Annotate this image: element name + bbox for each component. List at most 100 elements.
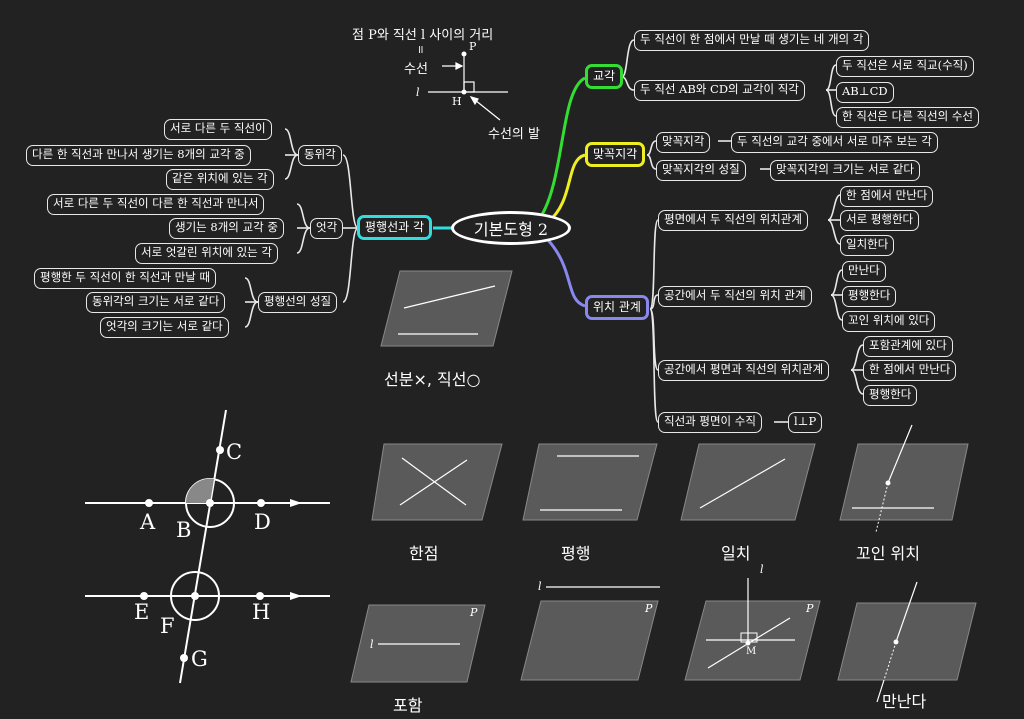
dongwi-sub-2[interactable]: 같은 위치에 있는 각 (166, 169, 274, 190)
property-sub-2[interactable]: 엇각의 크기는 서로 같다 (100, 317, 229, 338)
plane-parallel (522, 443, 658, 521)
eotgak-sub-2[interactable]: 서로 엇갈린 위치에 있는 각 (135, 243, 279, 264)
wichi-item-3-sub[interactable]: l⊥P (788, 412, 823, 433)
wichi-item-1-sub-1[interactable]: 평행한다 (842, 286, 897, 307)
plane-p-label-parallel: P (645, 602, 653, 615)
property-sub-1[interactable]: 동위각의 크기는 서로 같다 (86, 292, 226, 313)
plane-skew-top (839, 424, 969, 533)
branch-connector-matkkok (547, 153, 586, 224)
wichi-item-2-sub-1[interactable]: 한 점에서 만난다 (863, 360, 957, 381)
matkkok-item-0[interactable]: 맞꼭지각 (656, 132, 711, 153)
matkkok-item-1[interactable]: 맞꼭지각의 성질 (656, 160, 746, 181)
matkkok-prop[interactable]: 맞꼭지각의 크기는 서로 같다 (770, 160, 920, 181)
branch-gyogak-label: 교각 (593, 69, 616, 83)
group-property[interactable]: 평행선의 성질 (258, 292, 338, 313)
branch-pyeonghaeng[interactable]: 평행선과 각 (357, 215, 433, 240)
group-eotgak[interactable]: 엇각 (310, 218, 344, 239)
perp-label: 수선 (404, 62, 428, 77)
wichi-item-2-sub-2[interactable]: 평행한다 (863, 385, 918, 406)
foot-m-label: M (746, 646, 757, 657)
angle-b-shade (185, 478, 214, 503)
caption-segment-line: 선분×, 직선○ (384, 370, 481, 389)
point-a-label: A (140, 510, 156, 534)
wichi-item-0-sub-0[interactable]: 한 점에서 만난다 (840, 186, 934, 207)
perpendicular-figure (428, 54, 508, 121)
point-h-label: H (452, 95, 462, 108)
wichi-item-2[interactable]: 공간에서 평면과 직선의 위치관계 (658, 360, 830, 381)
point-p-dot (461, 51, 467, 57)
group-dongwi[interactable]: 동위각 (298, 145, 342, 166)
wichi-item-1-sub-2[interactable]: 꼬인 위치에 있다 (842, 311, 936, 332)
center-node[interactable]: 기본도형 2 (451, 211, 571, 245)
connectors-gyogak (621, 39, 837, 117)
eotgak-sub-0[interactable]: 서로 다른 두 직선이 다른 한 직선과 만나서 (47, 194, 265, 215)
wichi-item-0[interactable]: 평면에서 두 직선의 위치관계 (658, 210, 808, 231)
line-l-label-contain: l (370, 638, 374, 651)
point-p-label: P (469, 40, 477, 53)
connectors-matkkok (646, 140, 770, 170)
eotgak-sub-1[interactable]: 생기는 8개의 교각 중 (169, 218, 284, 239)
gyogak-item-0[interactable]: 두 직선이 한 점에서 만날 때 생기는 네 개의 각 (634, 30, 870, 51)
distance-title: 점 P와 직선 l 사이의 거리 (352, 28, 494, 43)
branch-wichi[interactable]: 위치 관계 (585, 295, 649, 320)
angles-figure (85, 409, 330, 684)
point-e-label: E (134, 600, 150, 624)
point-h2-label: H (252, 600, 271, 624)
point-h-dot (461, 89, 467, 95)
wichi-item-0-sub-2[interactable]: 일치한다 (840, 235, 895, 256)
arrow-top (290, 499, 302, 507)
caption-contain: 포함 (393, 696, 423, 715)
caption-meet: 만난다 (882, 692, 927, 711)
plane-intersect (371, 443, 503, 521)
wichi-item-1[interactable]: 공간에서 두 직선의 위치 관계 (658, 286, 812, 307)
plane-p-label-contain: P (470, 606, 478, 619)
gyogak-sub-2[interactable]: 한 직선은 다른 직선의 수선 (836, 107, 980, 128)
gyogak-item-1[interactable]: 두 직선 AB와 CD의 교각이 직각 (634, 80, 805, 101)
plane-contain (350, 604, 486, 683)
plane-p-label-perp: P (806, 602, 814, 615)
caption-coincide: 일치 (721, 544, 751, 563)
plane-meet (837, 581, 977, 703)
branch-wichi-label: 위치 관계 (593, 300, 641, 314)
point-d-label: D (254, 510, 271, 534)
gyogak-sub-0[interactable]: 두 직선은 서로 직교(수직) (836, 56, 974, 77)
line-l-label-perp: l (760, 563, 764, 576)
plane-segment-line (380, 270, 513, 347)
wichi-item-0-sub-1[interactable]: 서로 평행한다 (840, 210, 920, 231)
wichi-item-1-sub-0[interactable]: 만난다 (842, 261, 886, 282)
foot-label: 수선의 발 (488, 127, 540, 142)
property-sub-0[interactable]: 평행한 두 직선이 한 직선과 만날 때 (34, 268, 217, 289)
gyogak-sub-1[interactable]: AB⊥CD (836, 82, 894, 103)
arrow-bottom (290, 592, 302, 600)
line-l-label: l (416, 86, 420, 99)
equals-sign: ॥ (417, 43, 424, 56)
branch-matkkok-label: 맞꼭지각 (593, 147, 638, 161)
point-c-label: C (226, 440, 243, 464)
dongwi-sub-1[interactable]: 다른 한 직선과 만나서 생기는 8개의 교각 중 (26, 145, 251, 166)
point-b-label: B (176, 518, 192, 542)
branch-connector-wichi (546, 238, 586, 308)
dongwi-sub-0[interactable]: 서로 다른 두 직선이 (164, 119, 272, 140)
wichi-item-3[interactable]: 직선과 평면이 수직 (658, 412, 762, 433)
plane-perpendicular (684, 578, 821, 681)
connectors-wichi (649, 194, 864, 423)
branch-matkkok[interactable]: 맞꼭지각 (585, 142, 646, 167)
plane-coincide (680, 443, 816, 521)
caption-parallel: 평행 (561, 544, 591, 563)
line-l-label-parallel: l (538, 580, 542, 593)
matkkok-def[interactable]: 두 직선의 교각 중에서 서로 마주 보는 각 (731, 132, 938, 153)
caption-intersect: 한점 (409, 544, 439, 563)
point-f-label: F (160, 614, 175, 638)
caption-skew: 꼬인 위치 (856, 544, 920, 563)
branch-connector-gyogak (538, 76, 586, 219)
plane-parallel-space (520, 586, 660, 681)
wichi-item-2-sub-0[interactable]: 포함관계에 있다 (863, 336, 953, 357)
plane-line (403, 285, 496, 309)
connectors-pyeonghaeng (244, 128, 359, 328)
center-label: 기본도형 2 (473, 220, 549, 239)
point-g-label: G (191, 647, 208, 671)
branch-pyeonghaeng-label: 평행선과 각 (365, 220, 425, 234)
branch-gyogak[interactable]: 교각 (585, 64, 624, 89)
angle-points (140, 446, 265, 662)
